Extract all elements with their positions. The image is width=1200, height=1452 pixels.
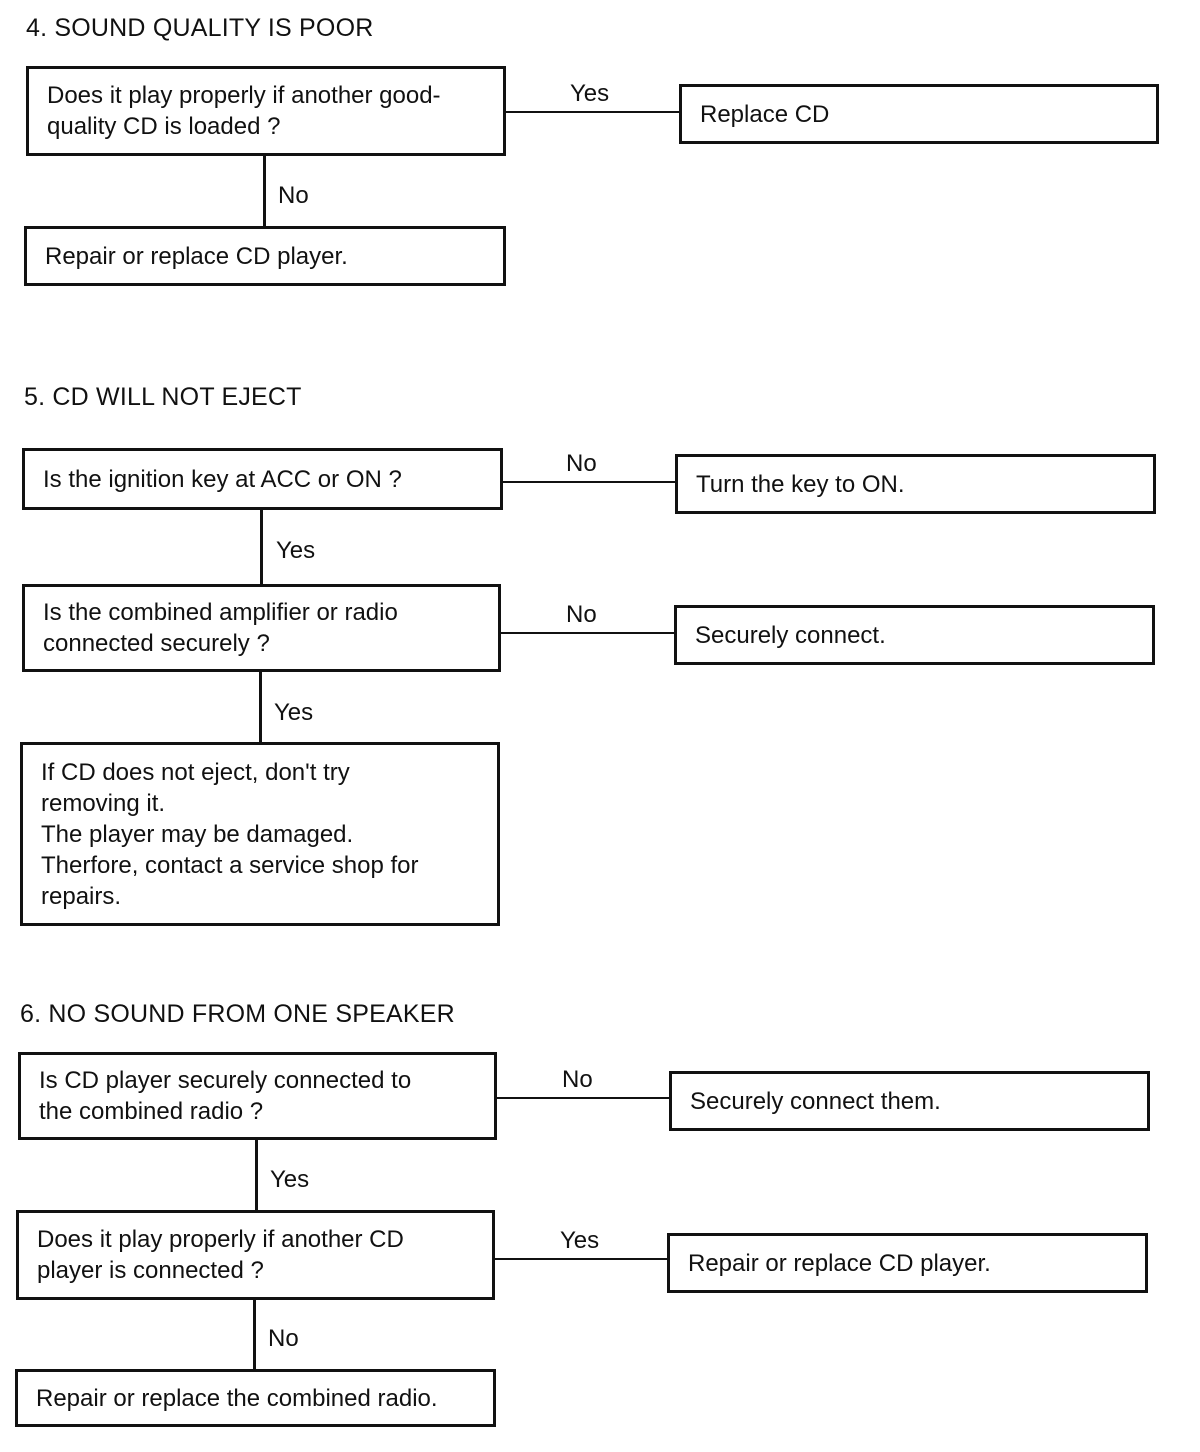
section-4-no-label: No bbox=[278, 182, 309, 209]
section-6-q1-no-label: No bbox=[562, 1066, 593, 1093]
section-4-yes-label: Yes bbox=[570, 80, 610, 107]
section-6-q1-no-connector bbox=[497, 1097, 671, 1099]
section-5-turn-key-box: Turn the key to ON. bbox=[675, 454, 1156, 514]
section-5-advice-text: If CD does not eject, don't try removing… bbox=[41, 759, 419, 910]
section-4-question-text: Does it play properly if another good- q… bbox=[47, 82, 441, 140]
section-4-replace-cd-text: Replace CD bbox=[700, 100, 830, 128]
section-5-q2-yes-label: Yes bbox=[274, 699, 314, 726]
section-6-repair-radio-text: Repair or replace the combined radio. bbox=[36, 1384, 438, 1412]
section-5-title: 5. CD WILL NOT EJECT bbox=[24, 383, 302, 411]
section-6-question-2-box: Does it play properly if another CD play… bbox=[16, 1210, 495, 1300]
section-6-securely-connect-text: Securely connect them. bbox=[690, 1087, 941, 1115]
section-5-question-2-text: Is the combined amplifier or radio conne… bbox=[43, 599, 398, 657]
section-4-question-box: Does it play properly if another good- q… bbox=[26, 66, 506, 156]
section-6-question-1-text: Is CD player securely connected to the c… bbox=[39, 1067, 412, 1125]
section-5-q1-yes-label: Yes bbox=[276, 537, 316, 564]
section-5-q1-yes-connector bbox=[260, 510, 263, 586]
section-6-q1-yes-connector bbox=[255, 1140, 258, 1212]
section-6-question-1-box: Is CD player securely connected to the c… bbox=[18, 1052, 497, 1140]
section-4-no-connector bbox=[263, 156, 266, 228]
section-6-title: 6. NO SOUND FROM ONE SPEAKER bbox=[20, 1000, 455, 1028]
section-5-q1-no-label: No bbox=[566, 450, 597, 477]
section-5-q2-yes-connector bbox=[259, 672, 262, 744]
section-6-repair-player-box: Repair or replace CD player. bbox=[667, 1233, 1148, 1293]
section-4-repair-box: Repair or replace CD player. bbox=[24, 226, 506, 286]
section-4-repair-text: Repair or replace CD player. bbox=[45, 242, 348, 270]
section-5-q2-no-label: No bbox=[566, 601, 597, 628]
section-6-q1-yes-label: Yes bbox=[270, 1166, 310, 1193]
section-6-repair-player-text: Repair or replace CD player. bbox=[688, 1249, 991, 1277]
section-5-securely-connect-text: Securely connect. bbox=[695, 621, 886, 649]
section-5-q1-no-connector bbox=[503, 481, 677, 483]
section-6-question-2-text: Does it play properly if another CD play… bbox=[37, 1226, 404, 1284]
section-6-q2-yes-connector bbox=[495, 1258, 669, 1260]
section-5-question-2-box: Is the combined amplifier or radio conne… bbox=[22, 584, 501, 672]
section-5-question-1-text: Is the ignition key at ACC or ON ? bbox=[43, 465, 402, 493]
section-4-title: 4. SOUND QUALITY IS POOR bbox=[26, 14, 374, 42]
section-5-turn-key-text: Turn the key to ON. bbox=[696, 470, 905, 498]
section-6-q2-no-label: No bbox=[268, 1325, 299, 1352]
section-5-advice-box: If CD does not eject, don't try removing… bbox=[20, 742, 500, 926]
section-5-question-1-box: Is the ignition key at ACC or ON ? bbox=[22, 448, 503, 510]
section-6-q2-yes-label: Yes bbox=[560, 1227, 600, 1254]
section-6-q2-no-connector bbox=[253, 1300, 256, 1372]
section-6-repair-radio-box: Repair or replace the combined radio. bbox=[15, 1369, 496, 1427]
section-4-yes-connector bbox=[506, 111, 680, 113]
section-4-replace-cd-box: Replace CD bbox=[679, 84, 1159, 144]
section-5-q2-no-connector bbox=[501, 632, 675, 634]
section-5-securely-connect-box: Securely connect. bbox=[674, 605, 1155, 665]
section-6-securely-connect-box: Securely connect them. bbox=[669, 1071, 1150, 1131]
